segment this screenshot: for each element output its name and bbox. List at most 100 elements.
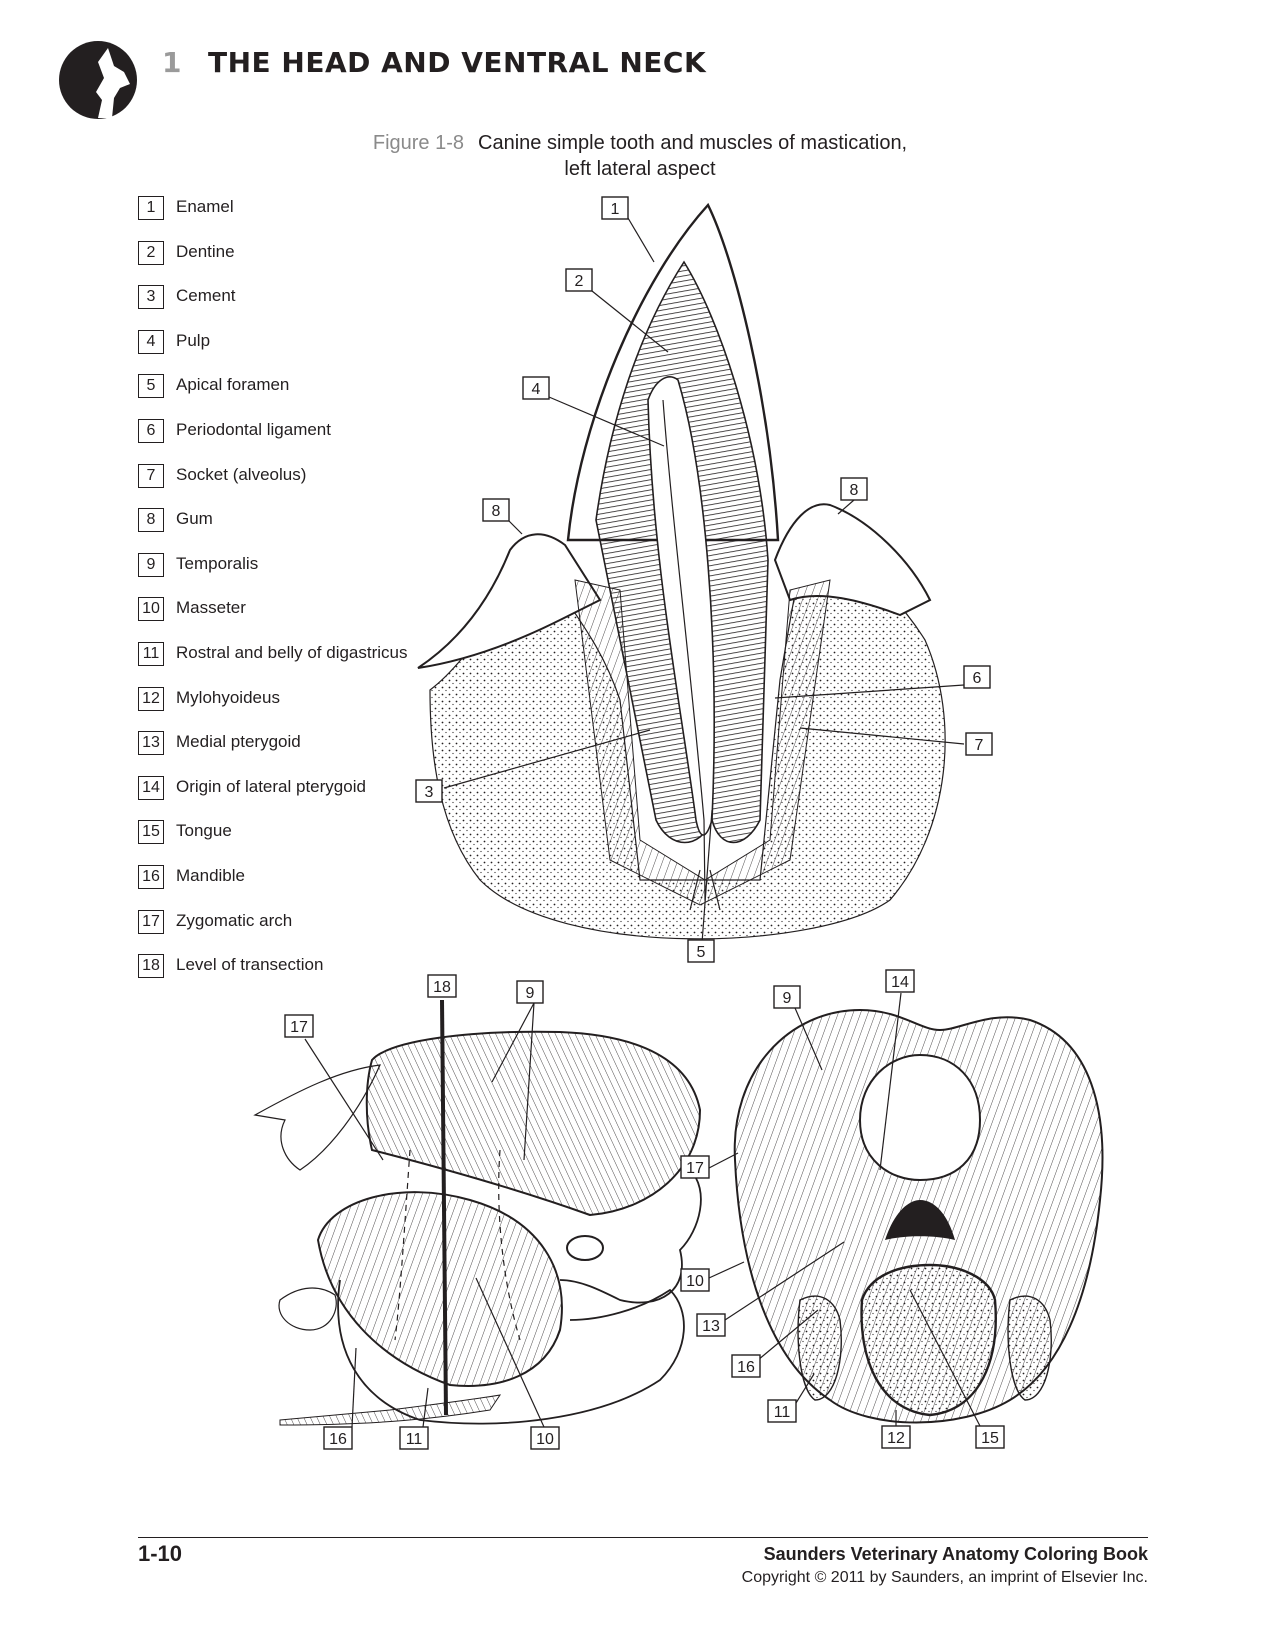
legend-number: 11 <box>138 641 164 666</box>
svg-text:16: 16 <box>737 1359 755 1376</box>
callout-label: 9 <box>516 980 544 1004</box>
legend-label: Enamel <box>176 197 234 216</box>
footer-divider <box>138 1537 1148 1538</box>
svg-text:11: 11 <box>406 1431 423 1448</box>
pulp-cavity <box>647 376 715 836</box>
brain-cavity <box>858 1053 982 1182</box>
legend-label: Dentine <box>176 241 235 261</box>
svg-text:13: 13 <box>702 1318 720 1335</box>
transverse-section-drawing <box>733 1008 1104 1424</box>
svg-text:6: 6 <box>973 670 982 687</box>
svg-text:4: 4 <box>532 381 541 398</box>
legend-label: Zygomatic arch <box>176 910 293 930</box>
masseter-muscle <box>316 1191 563 1387</box>
callout-label: 11 <box>767 1399 797 1423</box>
svg-text:15: 15 <box>981 1430 999 1447</box>
tongue <box>860 1263 997 1417</box>
svg-text:14: 14 <box>891 974 909 991</box>
mandible-left <box>797 1295 842 1401</box>
legend-label: Periodontal ligament <box>176 419 331 439</box>
legend-label: Medial pterygoid <box>176 732 301 752</box>
svg-text:3: 3 <box>425 784 434 801</box>
callout-label: 1 <box>601 196 629 220</box>
legend-number: 3 <box>138 285 164 310</box>
svg-text:9: 9 <box>783 990 792 1007</box>
svg-text:10: 10 <box>686 1273 704 1290</box>
legend-label: Temporalis <box>176 553 259 573</box>
copyright-notice: Copyright © 2011 by Saunders, an imprint… <box>741 1569 1148 1586</box>
temporalis-muscle <box>365 1030 702 1217</box>
callout-label: 12 <box>881 1425 911 1449</box>
svg-text:8: 8 <box>492 503 501 520</box>
periodontal-ligament-band <box>574 579 831 906</box>
transection-line <box>440 999 448 1416</box>
legend-number: 4 <box>138 329 164 354</box>
callout-label: 14 <box>885 969 915 993</box>
legend-number: 1 <box>138 196 164 220</box>
svg-text:1: 1 <box>611 201 620 218</box>
svg-text:7: 7 <box>975 737 984 754</box>
figure-caption-line2: left lateral aspect <box>564 158 716 180</box>
legend-label: Origin of lateral pterygoid <box>176 776 366 796</box>
legend-number: 6 <box>138 418 164 443</box>
legend-label: Gum <box>176 509 213 529</box>
book-title: Saunders Veterinary Anatomy Coloring Boo… <box>763 1544 1148 1564</box>
svg-text:17: 17 <box>290 1019 308 1036</box>
mandible-outline <box>337 1279 685 1425</box>
callout-label: 15 <box>975 1425 1005 1449</box>
chapter-title: THE HEAD AND VENTRAL NECK <box>208 46 707 79</box>
legend-number: 8 <box>138 508 164 533</box>
legend-number: 16 <box>138 864 164 889</box>
callout-label: 16 <box>731 1354 761 1378</box>
callout-label: 10 <box>530 1426 560 1450</box>
legend-number: 2 <box>138 240 164 265</box>
callout-label: 7 <box>965 732 993 756</box>
svg-text:9: 9 <box>526 985 535 1002</box>
gum-left <box>417 533 602 669</box>
legend-number: 12 <box>138 686 164 711</box>
root-canal-to-foramen <box>689 819 721 911</box>
callout-label: 9 <box>773 985 801 1009</box>
svg-text:11: 11 <box>774 1404 791 1421</box>
legend-label: Rostral and belly of digastricus <box>176 642 408 662</box>
svg-text:16: 16 <box>329 1431 347 1448</box>
callout-label: 5 <box>687 939 715 963</box>
legend-number: 17 <box>138 909 164 934</box>
ear-canal <box>566 1235 604 1261</box>
callout-label: 6 <box>963 665 991 689</box>
legend-label: Pulp <box>176 330 211 350</box>
tooth-section-drawing <box>417 202 946 940</box>
callout-label: 17 <box>284 1014 314 1038</box>
legend-number: 9 <box>138 552 164 577</box>
legend-label: Tongue <box>176 821 232 841</box>
legend-number: 5 <box>138 374 164 399</box>
chapter-number: 1 <box>162 46 182 79</box>
legend-label: Apical foramen <box>176 375 290 395</box>
legend-label: Level of transection <box>176 955 324 975</box>
callout-label: 13 <box>696 1313 726 1337</box>
svg-text:17: 17 <box>686 1160 704 1177</box>
callout-label: 8 <box>482 498 510 522</box>
callout-label: 17 <box>680 1155 710 1179</box>
callout-label: 3 <box>415 779 443 803</box>
leader-lines <box>304 217 981 1428</box>
legend-label: Socket (alveolus) <box>176 464 307 484</box>
legend-label: Masseter <box>176 598 246 618</box>
legend-number: 7 <box>138 463 164 488</box>
nasopharynx <box>885 1200 955 1240</box>
wolf-head-logo-icon <box>59 41 137 119</box>
legend-label: Mandible <box>176 865 245 885</box>
callout-label: 18 <box>427 974 457 998</box>
callout-label: 4 <box>522 376 550 400</box>
svg-text:10: 10 <box>536 1431 554 1448</box>
figure-label: Figure 1-8 <box>372 132 465 154</box>
teeth-outline <box>278 1287 337 1331</box>
callout-label: 16 <box>323 1426 353 1450</box>
legend-number: 14 <box>138 775 164 800</box>
mandible-right <box>1007 1295 1052 1401</box>
callout-label: 8 <box>840 477 868 501</box>
digastricus-muscle <box>279 1394 502 1426</box>
pulp-vessel <box>662 399 705 821</box>
dashed-border <box>394 1149 521 1341</box>
